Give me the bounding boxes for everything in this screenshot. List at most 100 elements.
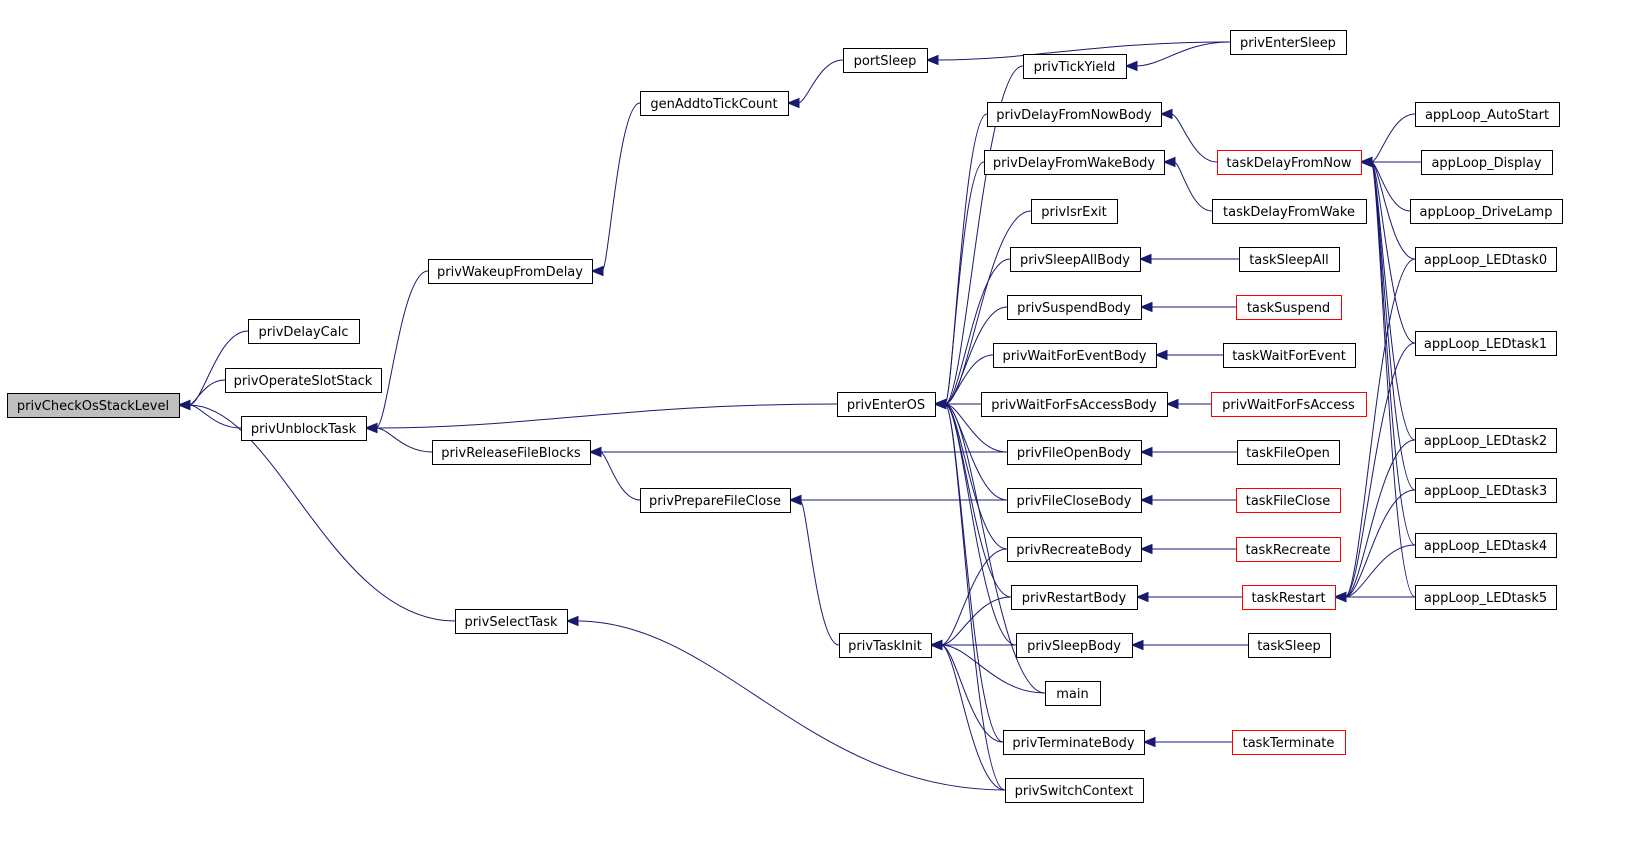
edge-main-to-privEnterOS	[944, 403, 1046, 694]
edge-privSelectTask-to-privCheckOsStackLevel	[188, 404, 456, 622]
node-appLoop_LEDtask3[interactable]: appLoop_LEDtask3	[1415, 478, 1557, 503]
node-label: privCheckOsStackLevel	[17, 399, 169, 414]
node-label: privIsrExit	[1041, 205, 1106, 220]
node-privEnterSleep[interactable]: privEnterSleep	[1230, 30, 1347, 55]
node-privWaitForFsAccessBody[interactable]: privWaitForFsAccessBody	[981, 392, 1168, 417]
edge-appLoop_LEDtask5-to-taskDelayFromNow	[1370, 161, 1416, 598]
node-privSleepAllBody[interactable]: privSleepAllBody	[1010, 247, 1141, 272]
arrowhead	[565, 615, 579, 627]
edge-taskDelayFromNow-to-privDelayFromNowBody	[1170, 113, 1218, 163]
node-label: appLoop_LEDtask0	[1424, 253, 1547, 268]
node-privSuspendBody[interactable]: privSuspendBody	[1007, 295, 1142, 320]
node-taskDelayFromWake[interactable]: taskDelayFromWake	[1212, 199, 1367, 224]
node-privDelayFromNowBody[interactable]: privDelayFromNowBody	[987, 102, 1162, 127]
node-taskSleep[interactable]: taskSleep	[1248, 633, 1331, 658]
node-privTerminateBody[interactable]: privTerminateBody	[1003, 730, 1145, 755]
arrowhead	[1130, 639, 1144, 651]
node-privReleaseFileBlocks[interactable]: privReleaseFileBlocks	[432, 440, 591, 465]
node-label: appLoop_LEDtask2	[1424, 434, 1547, 449]
node-privEnterOS[interactable]: privEnterOS	[837, 392, 936, 417]
node-box	[225, 368, 382, 393]
arrowhead	[588, 446, 602, 458]
edge-privTaskInit-to-privPrepareFileClose	[799, 499, 840, 646]
node-privIsrExit[interactable]: privIsrExit	[1031, 199, 1118, 224]
node-appLoop_Display[interactable]: appLoop_Display	[1421, 150, 1553, 175]
node-box	[837, 392, 936, 417]
node-box	[1237, 440, 1340, 465]
arrowhead	[590, 265, 604, 277]
node-label: privSelectTask	[464, 615, 558, 630]
node-appLoop_LEDtask5[interactable]: appLoop_LEDtask5	[1415, 585, 1557, 610]
node-box	[981, 392, 1168, 417]
node-privOperateSlotStack[interactable]: privOperateSlotStack	[225, 368, 382, 393]
edge-appLoop_LEDtask1-to-taskRestart	[1344, 342, 1416, 598]
node-privWakeupFromDelay[interactable]: privWakeupFromDelay	[428, 259, 593, 284]
node-label: taskDelayFromWake	[1223, 205, 1355, 220]
node-privDelayFromWakeBody[interactable]: privDelayFromWakeBody	[984, 150, 1165, 175]
node-taskWaitForEvent[interactable]: taskWaitForEvent	[1223, 343, 1356, 368]
node-box	[1212, 199, 1367, 224]
node-label: genAddtoTickCount	[650, 97, 777, 112]
node-genAddtoTickCount[interactable]: genAddtoTickCount	[640, 91, 789, 116]
arrowhead	[1135, 591, 1149, 603]
node-privTaskInit[interactable]: privTaskInit	[839, 633, 932, 658]
node-label: privUnblockTask	[251, 422, 357, 437]
node-label: privEnterSleep	[1240, 36, 1336, 51]
arrowhead	[1359, 156, 1373, 168]
node-privSleepBody[interactable]: privSleepBody	[1016, 633, 1133, 658]
node-privSwitchContext[interactable]: privSwitchContext	[1005, 778, 1144, 803]
node-box	[1211, 392, 1367, 417]
node-privTickYield[interactable]: privTickYield	[1023, 54, 1127, 79]
node-privCheckOsStackLevel[interactable]: privCheckOsStackLevel	[7, 393, 180, 418]
node-privRestartBody[interactable]: privRestartBody	[1011, 585, 1138, 610]
edge-appLoop_LEDtask2-to-taskRestart	[1344, 439, 1416, 598]
nodes-layer: privCheckOsStackLevel privDelayCalc privOp…	[7, 30, 1563, 803]
node-privSelectTask[interactable]: privSelectTask	[455, 609, 568, 634]
node-appLoop_DriveLamp[interactable]: appLoop_DriveLamp	[1410, 199, 1563, 224]
node-privPrepareFileClose[interactable]: privPrepareFileClose	[640, 488, 791, 513]
node-taskRecreate[interactable]: taskRecreate	[1236, 537, 1341, 562]
node-label: privDelayCalc	[259, 325, 349, 340]
edge-privSleepBody-to-privEnterOS	[944, 403, 1017, 646]
node-box	[1236, 488, 1341, 513]
arrowhead	[1333, 591, 1347, 603]
node-box	[640, 488, 791, 513]
node-appLoop_LEDtask0[interactable]: appLoop_LEDtask0	[1415, 247, 1557, 272]
node-appLoop_LEDtask4[interactable]: appLoop_LEDtask4	[1415, 533, 1557, 558]
edge-privRestartBody-to-privTaskInit	[940, 596, 1012, 646]
node-taskDelayFromNow[interactable]: taskDelayFromNow	[1217, 150, 1362, 175]
node-privFileCloseBody[interactable]: privFileCloseBody	[1007, 488, 1142, 513]
arrowhead	[1139, 494, 1153, 506]
node-privWaitForEventBody[interactable]: privWaitForEventBody	[993, 343, 1157, 368]
node-portSleep[interactable]: portSleep	[843, 48, 928, 73]
node-taskFileOpen[interactable]: taskFileOpen	[1237, 440, 1340, 465]
node-taskSuspend[interactable]: taskSuspend	[1236, 295, 1342, 320]
node-label: taskRestart	[1251, 591, 1325, 606]
arrowhead	[1142, 736, 1156, 748]
node-taskSleepAll[interactable]: taskSleepAll	[1239, 247, 1340, 272]
node-label: privFileOpenBody	[1017, 446, 1132, 461]
node-appLoop_LEDtask1[interactable]: appLoop_LEDtask1	[1415, 331, 1557, 356]
node-privWaitForFsAccess[interactable]: privWaitForFsAccess	[1211, 392, 1367, 417]
node-privDelayCalc[interactable]: privDelayCalc	[248, 319, 360, 344]
node-taskTerminate[interactable]: taskTerminate	[1232, 730, 1346, 755]
node-main[interactable]: main	[1045, 681, 1101, 706]
node-label: taskFileOpen	[1246, 446, 1330, 461]
node-box	[1415, 533, 1557, 558]
edge-privSwitchContext-to-privEnterOS	[944, 403, 1006, 791]
node-privUnblockTask[interactable]: privUnblockTask	[241, 416, 367, 441]
node-box	[1415, 102, 1560, 127]
edge-appLoop_LEDtask0-to-taskRestart	[1344, 258, 1416, 598]
node-taskFileClose[interactable]: taskFileClose	[1236, 488, 1341, 513]
edge-privOperateSlotStack-to-privCheckOsStackLevel	[188, 379, 226, 406]
arrowhead	[925, 54, 939, 66]
node-taskRestart[interactable]: taskRestart	[1242, 585, 1336, 610]
node-privFileOpenBody[interactable]: privFileOpenBody	[1007, 440, 1142, 465]
node-appLoop_LEDtask2[interactable]: appLoop_LEDtask2	[1415, 428, 1557, 453]
node-label: appLoop_Display	[1431, 156, 1541, 171]
edge-privSleepAllBody-to-privEnterOS	[944, 258, 1011, 405]
edges-layer	[177, 41, 1421, 791]
node-privRecreateBody[interactable]: privRecreateBody	[1007, 537, 1142, 562]
node-appLoop_AutoStart[interactable]: appLoop_AutoStart	[1415, 102, 1560, 127]
node-label: privWaitForFsAccessBody	[991, 398, 1157, 413]
